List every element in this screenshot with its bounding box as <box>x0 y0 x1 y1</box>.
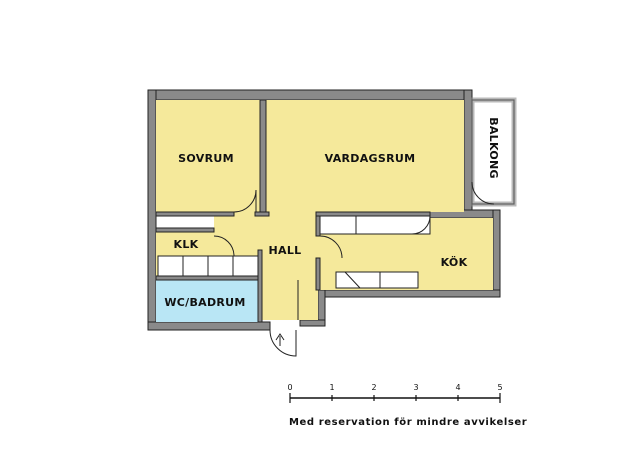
scale-tick-label: 4 <box>455 383 460 392</box>
entrance-door <box>269 329 297 357</box>
hall-label: HALL <box>269 244 302 257</box>
sovrum-area <box>156 100 260 212</box>
scale-tick-label: 5 <box>497 383 502 392</box>
sovrum-label: SOVRUM <box>178 152 234 165</box>
wardrobes <box>157 215 431 289</box>
hall-area <box>214 212 318 320</box>
balcony: BALKONG <box>469 97 517 207</box>
balkong-label: BALKONG <box>487 117 500 179</box>
room-fills <box>156 100 493 322</box>
wc-area <box>156 280 262 322</box>
scale-tick-label: 0 <box>287 383 292 392</box>
vardagsrum-area <box>266 100 464 212</box>
kok-label: KÖK <box>441 255 468 269</box>
klk-label: KLK <box>174 238 199 251</box>
wc-label: WC/BADRUM <box>164 296 245 309</box>
interior-walls <box>155 99 431 323</box>
scale-tick-label: 3 <box>413 383 418 392</box>
disclaimer-text: Med reservation för mindre avvikelser <box>289 417 527 428</box>
vardagsrum-label: VARDAGSRUM <box>325 152 416 165</box>
scale-bar: 0 1 2 3 4 5 <box>287 383 503 403</box>
doors <box>213 181 495 357</box>
scale-tick-label: 1 <box>329 383 334 392</box>
entrance-arrow-icon <box>275 333 285 346</box>
scale-tick-label: 2 <box>371 383 376 392</box>
